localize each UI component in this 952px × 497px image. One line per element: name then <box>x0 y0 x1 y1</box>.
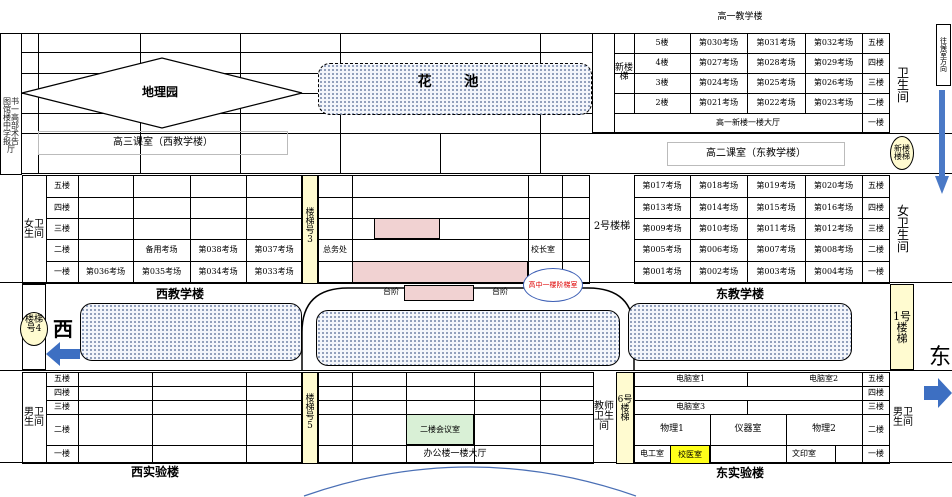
stair-6-label: 6号楼梯 <box>617 394 633 423</box>
east-lab <box>634 372 890 464</box>
floor-label: 一楼 <box>54 267 70 276</box>
school-clinic: 校医室 <box>670 445 710 464</box>
gaoyi-hall: 高一新楼一楼大厅 <box>716 118 780 127</box>
flower-bed <box>318 63 592 115</box>
office-hall-arc <box>303 466 637 497</box>
floor-label: 四楼 <box>54 202 70 212</box>
steps-label: 台阶 <box>492 287 508 296</box>
instrument-room: 仪器室 <box>734 424 762 434</box>
room-cell: 第036考场 <box>85 267 126 276</box>
room-cell: 第038考场 <box>198 245 238 254</box>
stair-4-label: 楼梯号4 <box>24 315 43 334</box>
teacher-wc: 教师卫生间 <box>594 401 614 432</box>
arrow-down-icon <box>935 90 949 194</box>
middle-block <box>318 175 590 284</box>
exam-office-direction: 往候室方向 <box>936 24 951 86</box>
floor-label: 二楼 <box>868 424 884 434</box>
west-flower-bed <box>80 303 302 361</box>
new-stair-label: 新楼梯 <box>614 63 633 82</box>
gaoyi-building <box>592 33 890 133</box>
pink-room <box>374 218 440 239</box>
pink-step <box>404 285 474 301</box>
floor-label: 三楼 <box>868 402 884 411</box>
electrician-room: 电工室 <box>640 449 664 458</box>
computer-room-2: 电脑室2 <box>808 374 839 383</box>
floor-label: 一楼 <box>54 449 70 458</box>
west-label: 西 <box>53 317 73 341</box>
east-lab-wc: 男卫生间 <box>893 407 913 428</box>
new-stair-oval <box>890 136 914 170</box>
arrow-left-icon <box>46 342 80 366</box>
auditorium-note: 高中一楼阶梯室 <box>528 280 578 289</box>
floor-label: 一楼 <box>868 449 884 458</box>
floor-label: 四楼 <box>868 388 884 397</box>
floor-label: 三楼 <box>54 223 70 233</box>
pink-room <box>352 261 528 283</box>
stair-1-column <box>890 284 914 370</box>
stair-4-oval <box>20 312 48 346</box>
room-cell: 备用考场 <box>145 245 178 254</box>
east-lab-name: 东实验楼 <box>715 466 764 480</box>
library-label: 图书馆一楼高中部学术报告厅 <box>3 97 19 154</box>
floor-label: 四楼 <box>54 388 70 397</box>
east-building <box>634 175 890 284</box>
physics-1: 物理1 <box>660 424 684 434</box>
steps-label: 台阶 <box>383 287 399 296</box>
west-lab-name: 西实验楼 <box>130 465 179 479</box>
floor-label: 五楼 <box>868 374 884 383</box>
west-lab <box>22 372 302 464</box>
stair-5-label: 楼梯号5 <box>305 394 315 431</box>
computer-room-3: 电脑室3 <box>675 402 706 411</box>
office-hall: 办公楼一楼大厅 <box>423 448 487 459</box>
floor-label: 五楼 <box>54 181 70 190</box>
gaoyi-building-title: 高一教学楼 <box>717 11 763 22</box>
floor-label: 二楼 <box>54 424 70 434</box>
room-cell: 第035考场 <box>141 267 182 276</box>
east-building-wc: 女卫生间 <box>896 204 909 254</box>
room-cell: 第037考场 <box>254 245 294 254</box>
east-flower-bed <box>628 303 852 361</box>
stair-3 <box>302 175 318 284</box>
print-room: 文印室 <box>792 449 816 458</box>
geography-garden-shape <box>21 57 303 129</box>
flower-bed-label: 花 池 <box>417 74 493 90</box>
library-column <box>0 33 22 175</box>
office-building <box>318 372 594 464</box>
floor-label: 五楼 <box>54 374 70 383</box>
geography-garden-label: 地理园 <box>141 85 178 99</box>
west-building-wc: 女卫生间 <box>24 219 44 240</box>
stair-5 <box>302 372 318 464</box>
meeting-room: 二楼会议室 <box>406 414 474 445</box>
floor-label: 三楼 <box>54 402 70 411</box>
east-top-wc: 卫生间 <box>896 66 909 104</box>
west-building-name: 西教学楼 <box>155 287 204 301</box>
new-stair-label: 新楼楼梯 <box>894 144 910 161</box>
room-cell: 第033考场 <box>254 267 294 276</box>
stair-6 <box>616 372 634 464</box>
gaoyi-hall-floor: 一楼 <box>868 118 884 127</box>
auditorium-note-bubble <box>523 268 583 302</box>
floor-label: 二楼 <box>54 245 70 254</box>
computer-room-1: 电脑室1 <box>675 374 706 383</box>
principal-office: 校长室 <box>531 245 555 254</box>
west-lab-wc: 男卫生间 <box>24 407 44 428</box>
stair-1-label: 1号楼梯 <box>893 309 911 345</box>
room-cell: 第034考场 <box>198 267 238 276</box>
stair-2-label: 2号楼梯 <box>593 221 631 232</box>
senior3-classrooms: 高三课室（西教学楼） <box>38 131 288 155</box>
east-building-name: 东教学楼 <box>715 287 764 301</box>
physics-2: 物理2 <box>812 424 836 434</box>
general-affairs-office: 总务处 <box>323 245 347 254</box>
east-label: 东 <box>928 345 951 370</box>
stair-3-label: 楼梯号3 <box>305 208 315 245</box>
arrow-right-icon <box>924 378 952 408</box>
west-building <box>22 175 302 284</box>
center-flower-bed <box>316 310 620 366</box>
senior2-classrooms: 高二课室（东教学楼） <box>667 142 845 166</box>
